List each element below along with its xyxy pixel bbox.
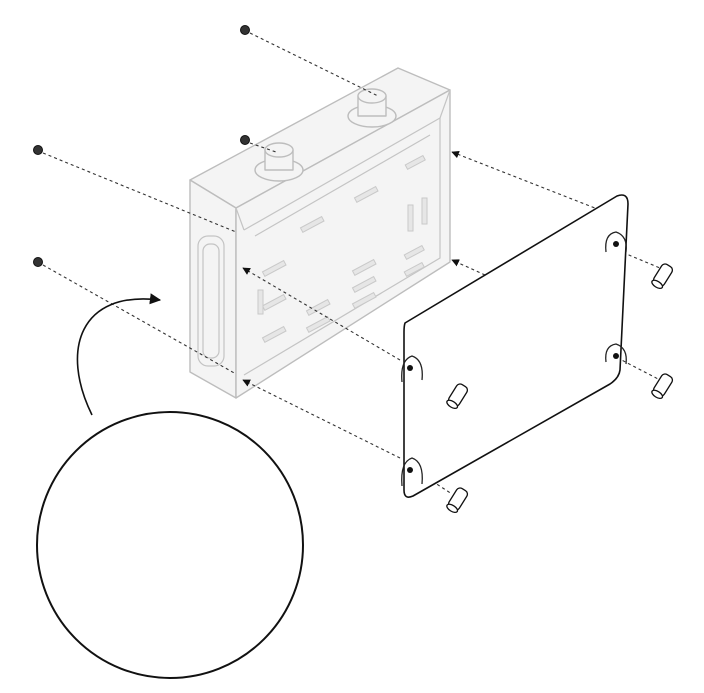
screw-left-upper <box>33 145 43 155</box>
chassis-knob-right <box>347 88 397 128</box>
standoff-2 <box>651 373 674 400</box>
plate-tab-bottom-left <box>401 457 423 487</box>
detail-inset <box>36 411 304 679</box>
chassis-end-face <box>189 179 237 399</box>
end-cutout-inner <box>202 243 220 359</box>
standoff-4 <box>446 487 469 514</box>
callout-arrow <box>76 293 162 416</box>
guide-screw-left-upper <box>42 152 237 233</box>
chassis-side-face <box>235 89 451 399</box>
plate-tab-top-right <box>605 231 627 253</box>
guide-plate-upper-right <box>451 259 486 276</box>
standoff-3 <box>446 383 469 410</box>
plate-outline <box>403 194 629 498</box>
guide-plate-upper-left <box>242 267 401 361</box>
guide-plate-top <box>451 150 601 211</box>
chassis-slots <box>257 154 428 343</box>
screw-top <box>240 25 250 35</box>
inset-circle <box>36 411 304 679</box>
guide-plate-lower-left <box>242 379 401 459</box>
guide-screw-mid <box>249 142 277 153</box>
back-mounting-plate <box>401 194 629 498</box>
screw-left-lower <box>33 257 43 267</box>
standoff-1 <box>651 263 674 290</box>
inner-frame <box>243 116 441 376</box>
guide-screw-left-lower <box>42 264 237 375</box>
plate-tab-top-left <box>401 355 423 383</box>
guide-screw-top <box>249 32 379 97</box>
end-cutout <box>197 235 225 367</box>
chassis-knob-left <box>254 142 304 182</box>
plate-tab-bottom-right <box>605 343 627 365</box>
enclosure-chassis <box>189 67 451 399</box>
screw-mid <box>240 135 250 145</box>
